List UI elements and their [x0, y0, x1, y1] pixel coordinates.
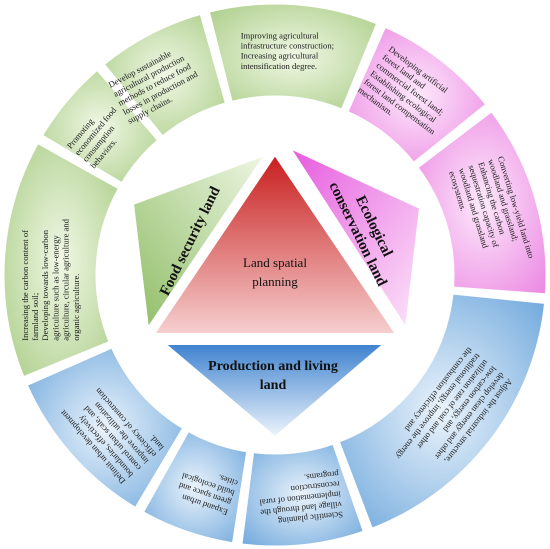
- seg-1-line: Increasing agricultural: [241, 51, 319, 61]
- production-living-label: Production and living land: [208, 359, 338, 393]
- seg-8-line: agriculture such as low-energy: [50, 234, 60, 340]
- center-triangle: [152, 153, 398, 335]
- seg-10-wedge: [100, 11, 229, 140]
- seg-1-line: intensification degree.: [241, 61, 317, 71]
- svg-text:planning: planning: [252, 274, 298, 289]
- seg-8-line: Increasing the carbon content of: [20, 230, 30, 341]
- seg-7-wedge: [24, 344, 186, 511]
- seg-2-wedge: [344, 24, 490, 166]
- ecological-conservation-triangle: [287, 145, 422, 331]
- seg-8-line: Developing towards low-carbon: [40, 229, 50, 340]
- seg-6-wedge: [140, 428, 250, 546]
- food-security-triangle: [131, 152, 268, 331]
- production-living-triangle: [162, 343, 387, 439]
- seg-3-wedge: [414, 108, 549, 297]
- seg-8-line: farmland soil;: [30, 293, 40, 341]
- seg-4-text: Adjust the industrial structure,develop …: [394, 345, 515, 465]
- land-spatial-planning-label: Land spatial planning: [243, 255, 307, 289]
- seg-8-line: organic agriculture.: [71, 274, 81, 341]
- seg-4-wedge: [336, 291, 548, 532]
- seg-1-line: Improving agricultural: [241, 30, 320, 40]
- svg-text:Production and living: Production and living: [208, 359, 338, 374]
- seg-5-wedge: [239, 441, 367, 549]
- seg-9-wedge: [39, 66, 161, 186]
- seg-8-wedge: [1, 140, 122, 380]
- svg-text:land: land: [260, 378, 287, 393]
- seg-8-line: agriculture, circular agriculture and: [61, 218, 71, 340]
- svg-text:Land spatial: Land spatial: [243, 255, 307, 270]
- seg-1-line: infrastructure construction;: [241, 40, 334, 50]
- seg-5-line: programs.: [304, 469, 339, 483]
- seg-1-wedge: [206, 1, 380, 113]
